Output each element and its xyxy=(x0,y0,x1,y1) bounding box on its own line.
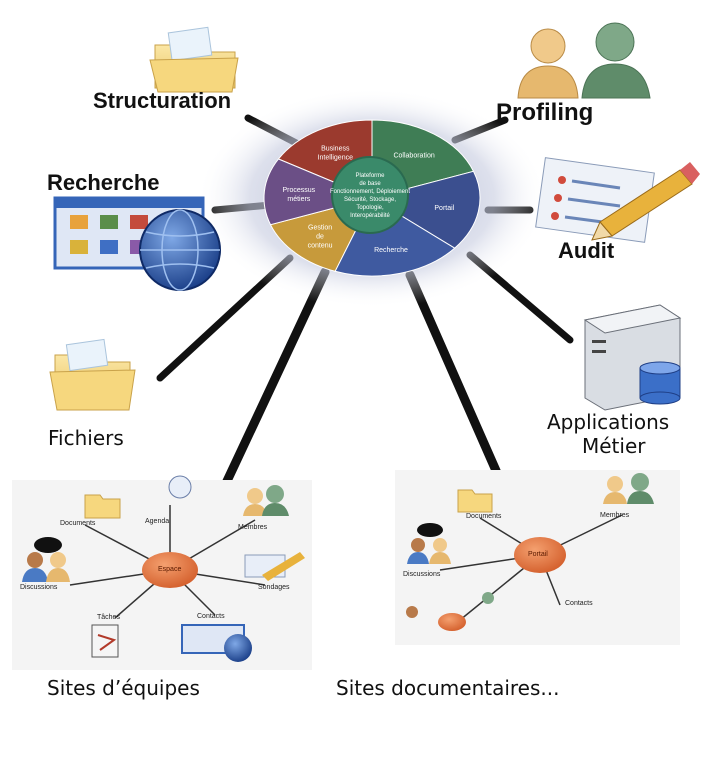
hub-segment-label: Intelligence xyxy=(318,155,354,162)
team-site-center-label: Espace xyxy=(158,566,182,573)
team-site-item-taches: Tâches xyxy=(97,614,120,621)
hub-segment-label: de xyxy=(316,234,324,241)
doc-sub-node xyxy=(438,613,466,631)
team-site-item-documents: Documents xyxy=(60,520,96,527)
hub-segment-5 xyxy=(263,158,374,226)
hub-center-line: Interopérabilité xyxy=(350,213,390,219)
hub-center-line: Topologie, xyxy=(356,205,384,211)
tasks-document-icon xyxy=(91,624,119,658)
hub-segment-label: contenu xyxy=(308,243,333,250)
profiling-users-icon xyxy=(517,22,651,99)
hub-segment-label: Recherche xyxy=(374,247,408,254)
contacts-window-icon xyxy=(181,624,252,662)
hub-segment-label: Gestion xyxy=(308,225,332,232)
doc-site-item-discussions: Discussions xyxy=(403,571,441,578)
doc-site-center-label: Portail xyxy=(528,551,548,558)
agenda-clock-icon xyxy=(168,475,192,499)
database-icon xyxy=(639,361,681,405)
label-metier: Métier xyxy=(582,434,646,458)
label-fichiers: Fichiers xyxy=(48,426,124,450)
label-profiling: Profiling xyxy=(496,99,594,126)
hub-segment-label: Collaboration xyxy=(393,153,434,160)
documents-folder-icon xyxy=(84,494,121,519)
hub-segment-label: Portail xyxy=(434,205,454,212)
survey-pencil-icon xyxy=(244,552,305,581)
doc-discussions-icon xyxy=(407,523,451,564)
label-structuration: Structuration xyxy=(93,88,232,113)
members-icon xyxy=(243,485,289,516)
doc-sub-users-icon xyxy=(406,592,494,618)
team-site-panel xyxy=(12,475,312,670)
team-site-item-agenda: Agenda xyxy=(145,518,170,525)
hub-center-line: Fonctionnement, Déploiement xyxy=(330,189,410,195)
doc-site-item-documents: Documents xyxy=(466,513,502,520)
label-recherche: Recherche xyxy=(47,170,160,195)
label-sites-documentaires: Sites documentaires... xyxy=(336,676,560,700)
team-site-item-contacts: Contacts xyxy=(197,613,225,620)
doc-site-panel xyxy=(395,470,680,645)
hub-segment-label: Business xyxy=(321,146,350,153)
discussions-icon xyxy=(22,537,70,582)
hub-segment-2 xyxy=(370,170,481,249)
hub-segment-label: Processus xyxy=(282,187,315,194)
hub-center-line: de base xyxy=(359,181,381,187)
doc-site-center-node xyxy=(514,537,566,573)
team-site-item-sondages: Sondages xyxy=(258,584,290,591)
team-site-item-membres: Membres xyxy=(238,524,268,531)
globe-icon xyxy=(139,209,221,291)
fichiers-folder-icon xyxy=(49,338,136,411)
pencil-icon xyxy=(591,162,700,241)
hub-segment-label: métiers xyxy=(287,196,310,203)
doc-site-item-membres: Membres xyxy=(600,512,630,519)
doc-site-item-contacts: Contacts xyxy=(565,600,593,607)
hub-center-line: Sécurité, Stockage, xyxy=(344,197,396,203)
team-site-center-node xyxy=(142,552,198,588)
label-sites-equipes: Sites d’équipes xyxy=(47,676,200,700)
hub-center-line: Plateforme xyxy=(355,173,385,179)
doc-members-icon xyxy=(603,473,654,504)
hub-center xyxy=(331,156,409,234)
label-applications: Applications xyxy=(547,410,670,434)
team-site-item-discussions: Discussions xyxy=(20,584,58,591)
doc-documents-folder-icon xyxy=(457,489,493,513)
structuration-folder-icon xyxy=(149,26,239,93)
label-audit: Audit xyxy=(558,238,615,263)
